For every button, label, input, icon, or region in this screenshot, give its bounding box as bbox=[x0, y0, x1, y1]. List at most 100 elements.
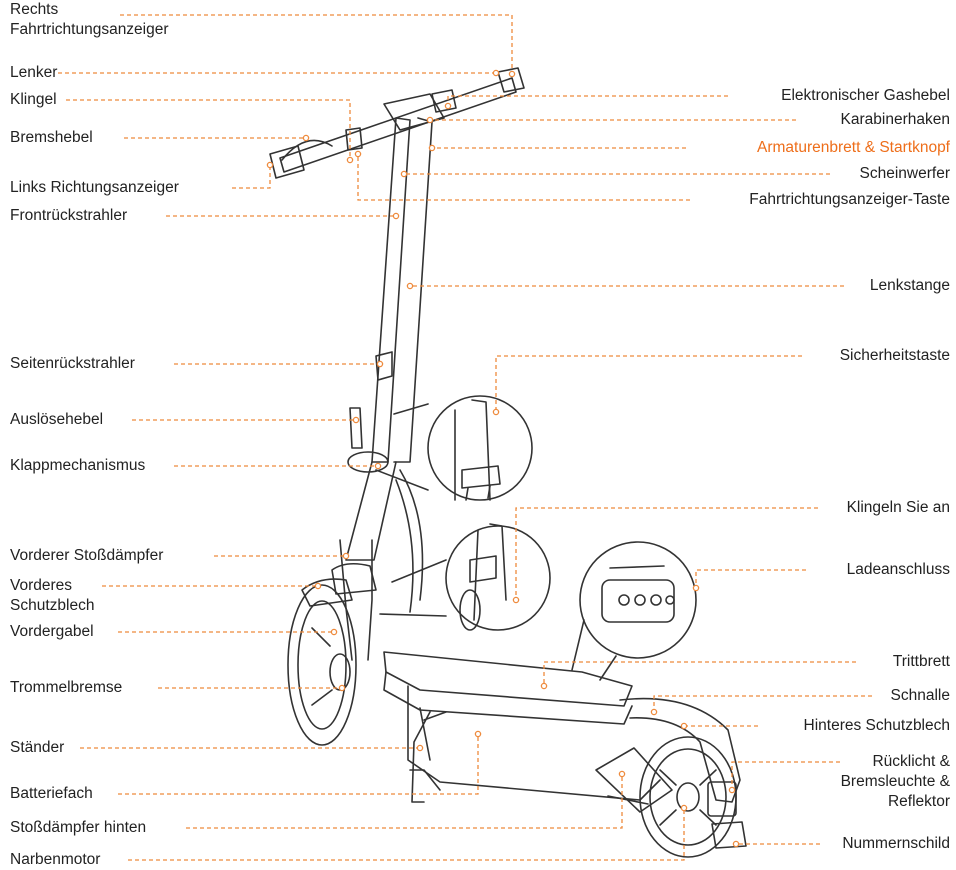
label-vordergabel: Vordergabel bbox=[10, 622, 94, 642]
label-frontrueck: Frontrückstrahler bbox=[10, 206, 127, 226]
leader-dot-tritt bbox=[540, 682, 548, 690]
handlebar bbox=[269, 67, 525, 179]
label-lade: Ladeanschluss bbox=[847, 560, 950, 580]
label-gas: Elektronischer Gashebel bbox=[781, 86, 950, 106]
label-ausloese: Auslösehebel bbox=[10, 410, 103, 430]
leader-dot-klingel bbox=[346, 156, 354, 164]
leader-dot-vordschutz bbox=[314, 582, 322, 590]
label-rueck-line: Bremsleuchte & bbox=[840, 773, 950, 790]
leader-dot-seitenrueck bbox=[376, 360, 384, 368]
label-rueck: Rücklicht & Bremsleuchte & Reflektor bbox=[841, 752, 950, 812]
label-lenker: Lenker bbox=[10, 63, 57, 83]
label-lenkstange: Lenkstange bbox=[870, 276, 950, 296]
label-narben-line: Narbenmotor bbox=[10, 851, 101, 868]
label-seitenrueck-line: Seitenrückstrahler bbox=[10, 355, 135, 372]
label-links-line: Links Richtungsanzeiger bbox=[10, 179, 179, 196]
leader-dot-frontrueck bbox=[392, 212, 400, 220]
label-rueck-line: Rücklicht & bbox=[872, 753, 950, 770]
label-sicher-line: Sicherheitstaste bbox=[839, 347, 950, 364]
label-klapp-line: Klappmechanismus bbox=[10, 457, 146, 474]
rear-fender bbox=[619, 697, 747, 849]
leader-dot-schnalle bbox=[650, 708, 658, 716]
label-fahrtaste: Fahrtrichtungsanzeiger-Taste bbox=[749, 190, 950, 210]
leader-lade bbox=[695, 569, 806, 588]
leader-dot-lade bbox=[692, 584, 700, 592]
leader-stossh bbox=[186, 774, 623, 829]
leader-dot-gas bbox=[444, 102, 452, 110]
leader-narben bbox=[128, 808, 685, 861]
detail-insets bbox=[375, 395, 697, 681]
label-karabiner: Karabinerhaken bbox=[841, 110, 950, 130]
leader-dot-fahrtaste bbox=[354, 150, 362, 158]
label-stossh-line: Stoßdämpfer hinten bbox=[10, 819, 147, 836]
leader-rechts bbox=[120, 14, 513, 74]
leader-dot-klingeln bbox=[512, 596, 520, 604]
label-lenkstange-line: Lenkstange bbox=[869, 277, 950, 294]
label-armatur: Armaturenbrett & Startknopf bbox=[757, 138, 950, 158]
label-nummer-line: Nummernschild bbox=[842, 835, 950, 852]
leader-dot-nummer bbox=[732, 840, 740, 848]
label-klingel: Klingel bbox=[10, 90, 57, 110]
label-karabiner-line: Karabinerhaken bbox=[840, 111, 950, 128]
label-narben: Narbenmotor bbox=[10, 850, 100, 870]
leader-dot-ausloese bbox=[352, 416, 360, 424]
scooter-drawing bbox=[269, 67, 747, 858]
leader-dot-armatur bbox=[428, 144, 436, 152]
label-vordstoss-line: Vorderer Stoßdämpfer bbox=[10, 547, 164, 564]
label-staender: Ständer bbox=[10, 738, 64, 758]
label-lade-line: Ladeanschluss bbox=[846, 561, 950, 578]
leader-dot-trommel bbox=[338, 684, 346, 692]
leader-dot-vordergabel bbox=[330, 628, 338, 636]
label-tritt: Trittbrett bbox=[893, 652, 950, 672]
label-hintschutz: Hinteres Schutzblech bbox=[804, 716, 950, 736]
label-stossh: Stoßdämpfer hinten bbox=[10, 818, 146, 838]
label-seitenrueck: Seitenrückstrahler bbox=[10, 354, 135, 374]
label-schein-line: Scheinwerfer bbox=[859, 165, 950, 182]
label-staender-line: Ständer bbox=[10, 739, 65, 756]
leader-dot-sicher bbox=[492, 408, 500, 416]
label-rueck-line: Reflektor bbox=[887, 793, 950, 810]
label-links: Links Richtungsanzeiger bbox=[10, 178, 179, 198]
label-schein: Scheinwerfer bbox=[860, 164, 950, 184]
leader-dot-bremshebel bbox=[302, 134, 310, 142]
label-frontrueck-line: Frontrückstrahler bbox=[10, 207, 128, 224]
front-fork bbox=[301, 539, 377, 661]
leader-batterie bbox=[118, 734, 479, 795]
leader-dot-rueck bbox=[728, 786, 736, 794]
leader-gas bbox=[447, 95, 728, 106]
label-tritt-line: Trittbrett bbox=[892, 653, 950, 670]
stem bbox=[345, 117, 433, 613]
label-klingel-line: Klingel bbox=[10, 91, 57, 108]
leader-dot-schein bbox=[400, 170, 408, 178]
label-trommel: Trommelbremse bbox=[10, 678, 122, 698]
label-armatur-line: Armaturenbrett & Startknopf bbox=[757, 139, 950, 156]
leader-dot-rechts bbox=[508, 70, 516, 78]
leader-dot-karabiner bbox=[426, 116, 434, 124]
label-batterie-line: Batteriefach bbox=[10, 785, 93, 802]
leader-tritt bbox=[543, 661, 856, 686]
leader-schnalle bbox=[653, 695, 872, 712]
label-rechts-line: Rechts bbox=[10, 1, 59, 18]
leader-dot-lenker bbox=[492, 69, 500, 77]
label-batterie: Batteriefach bbox=[10, 784, 93, 804]
label-rechts-line: Fahrtrichtungsanzeiger bbox=[10, 21, 169, 38]
label-sicher: Sicherheitstaste bbox=[840, 346, 950, 366]
label-gas-line: Elektronischer Gashebel bbox=[781, 87, 950, 104]
label-bremshebel-line: Bremshebel bbox=[10, 129, 93, 146]
leader-rueck bbox=[731, 761, 840, 790]
label-lenker-line: Lenker bbox=[10, 64, 58, 81]
label-klapp: Klappmechanismus bbox=[10, 456, 145, 476]
label-trommel-line: Trommelbremse bbox=[10, 679, 123, 696]
leader-fahrtaste bbox=[357, 154, 690, 201]
leader-dot-stossh bbox=[618, 770, 626, 778]
label-schnalle-line: Schnalle bbox=[890, 687, 950, 704]
label-bremshebel: Bremshebel bbox=[10, 128, 93, 148]
leader-dot-vordstoss bbox=[342, 552, 350, 560]
leader-dot-links bbox=[266, 161, 274, 169]
label-schnalle: Schnalle bbox=[891, 686, 950, 706]
label-fahrtaste-line: Fahrtrichtungsanzeiger-Taste bbox=[749, 191, 950, 208]
rear-suspension bbox=[595, 747, 673, 813]
leader-dot-narben bbox=[680, 804, 688, 812]
